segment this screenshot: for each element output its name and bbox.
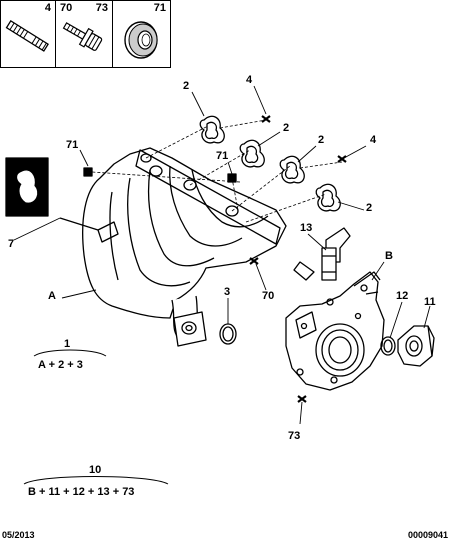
callout-12: 12 [396, 290, 409, 302]
part-number-70: 70 [60, 2, 73, 14]
callout-a: A [48, 290, 56, 302]
part-number-73: 73 [95, 2, 108, 14]
callout-4: 4 [370, 134, 377, 146]
gasket [239, 139, 265, 168]
callout-b: B [385, 250, 393, 262]
callout-71: 71 [216, 150, 229, 162]
footer-code: 00009041 [407, 530, 448, 540]
gasket [199, 115, 225, 144]
callout-2: 2 [183, 80, 190, 92]
callout-70: 70 [262, 290, 275, 302]
footer-date: 05/2013 [2, 530, 35, 540]
stud-bolt-icon [5, 19, 49, 52]
callout-7: 7 [8, 238, 15, 250]
gasket [315, 183, 341, 212]
callout-2: 2 [366, 202, 373, 214]
callout-2: 2 [283, 122, 290, 134]
callout-11: 11 [424, 296, 436, 308]
callout-4: 4 [246, 74, 253, 86]
intake-manifold [82, 147, 287, 319]
formula-parts: A + 2 + 3 [38, 359, 83, 371]
part-box-71: 71 [112, 0, 171, 68]
callout-13: 13 [300, 222, 313, 234]
formula-number: 10 [89, 464, 102, 476]
callout-71: 71 [66, 139, 79, 151]
callout-2: 2 [318, 134, 325, 146]
part-number: 71 [153, 2, 166, 14]
gasket [279, 155, 305, 184]
callout-3: 3 [224, 286, 231, 298]
part-number: 4 [44, 2, 51, 14]
formula-parts: B + 11 + 12 + 13 + 73 [28, 486, 135, 498]
formula-number: 1 [64, 338, 71, 350]
bolt-with-washer-icon [62, 22, 103, 51]
seal-ring-icon [124, 21, 158, 59]
part-box-4: 4 [0, 0, 56, 68]
callout-73: 73 [288, 430, 301, 442]
